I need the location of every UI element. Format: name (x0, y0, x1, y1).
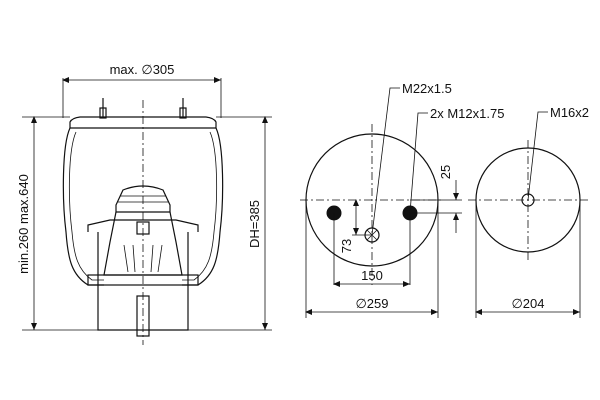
bellow-right-inner (182, 131, 217, 281)
m22-leader (371, 87, 400, 236)
bottom-base (87, 274, 199, 286)
m12-leader (409, 112, 428, 214)
top-stud-right-nut (179, 107, 187, 119)
bumper-cap (115, 185, 171, 213)
offset-25-label: 25 (438, 165, 453, 179)
max-diameter-label: max. ∅305 (110, 62, 175, 77)
bottom-stud-hole (521, 193, 535, 207)
bellow-left-outer (62, 127, 104, 286)
piston-ribs (123, 244, 163, 273)
design-height-label: DH=385 (247, 200, 262, 248)
spacing-150-label: 150 (361, 268, 383, 283)
bellow-left-inner (69, 131, 104, 281)
m16-leader (527, 111, 548, 201)
thread-side-label: 2x M12x1.75 (430, 106, 504, 121)
top-diameter-label: ∅259 (355, 296, 388, 311)
top-plate-view: M22x1.5 2x M12x1.75 25 73 150 ∅259 (300, 81, 504, 318)
bottom-view: M16x2 ∅204 (468, 105, 589, 318)
top-stud-left-nut (99, 107, 107, 119)
height-range-label: min.260 max.640 (16, 174, 31, 274)
thread-center-label: M22x1.5 (402, 81, 452, 96)
offset-73-label: 73 (339, 239, 354, 253)
side-view: max. ∅305 min.260 max.640 (16, 62, 272, 345)
bottom-skirt (97, 285, 189, 331)
bottom-diameter-label: ∅204 (511, 296, 544, 311)
top-plate (69, 116, 217, 129)
bellow-right-outer (182, 127, 224, 286)
thread-bottom-label: M16x2 (550, 105, 589, 120)
